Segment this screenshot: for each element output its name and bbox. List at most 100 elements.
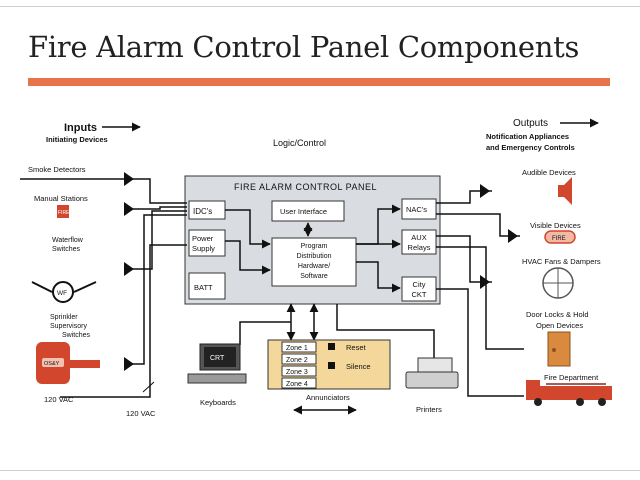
battery-label: BATT	[194, 283, 213, 292]
horn-icon	[558, 177, 572, 205]
audible-arrow-icon	[480, 184, 490, 198]
smoke-detectors-label: Smoke Detectors	[28, 165, 86, 174]
sprinkler-valve-plate	[42, 358, 64, 367]
waterflow-label-1: Waterflow	[52, 237, 84, 244]
waterflow-tag: WF	[57, 290, 67, 297]
inputs-title: Inputs	[64, 122, 97, 134]
crt-screen	[204, 347, 236, 367]
battery-box	[188, 272, 226, 300]
fire-truck-wheel-1	[534, 398, 542, 406]
control-panel-title: FIRE ALARM CONTROL PANEL	[234, 182, 377, 192]
door-wire	[436, 246, 524, 350]
zone-2-box	[281, 353, 317, 365]
door-label-1: Door Locks & Hold	[526, 310, 589, 319]
slide-title: Fire Alarm Control Panel Components	[28, 30, 580, 64]
silence-indicator	[328, 362, 335, 369]
sprinkler-valve-tag: OS&Y	[44, 361, 60, 367]
printers-label: Printers	[416, 405, 442, 414]
zone-2-label: Zone 2	[286, 357, 308, 364]
door-icon	[547, 331, 571, 367]
top-frame-line	[0, 6, 640, 7]
sprinkler-label-2: Supervisory	[50, 323, 87, 330]
sprinkler-label-1: Sprinkler	[50, 314, 78, 321]
power-label-1: Power	[192, 234, 214, 243]
annunciators-label: Annunciators	[306, 393, 350, 402]
outputs-subtitle-2: and Emergency Controls	[486, 143, 575, 152]
fire-truck-icon	[526, 386, 612, 400]
fire-truck-cab	[526, 380, 540, 388]
idc-label: IDC's	[193, 207, 212, 216]
manual-wire	[124, 206, 187, 210]
waterflow-wire	[124, 210, 187, 270]
crt-label: CRT	[210, 355, 225, 362]
manual-station-tag: FIRE	[58, 210, 70, 216]
zone-3-label: Zone 3	[286, 369, 308, 376]
zone-1-label: Zone 1	[286, 345, 308, 352]
door-knob	[552, 348, 556, 352]
waterflow-pipe-left	[31, 281, 53, 293]
zone-1-box	[281, 341, 317, 353]
nac-box	[401, 198, 437, 220]
sprinkler-wire	[124, 214, 187, 365]
fire-truck-wheel-2	[576, 398, 584, 406]
fire-dept-wire	[436, 288, 524, 397]
program-label-1: Program	[301, 243, 328, 250]
printer-icon	[405, 371, 459, 389]
fire-truck-wheel-3	[598, 398, 606, 406]
manual-pull-station-icon	[57, 205, 69, 218]
outputs-title: Outputs	[513, 118, 548, 129]
breaker-mark	[142, 381, 155, 393]
power-to-program-arrow	[225, 240, 271, 275]
sprinkler-label-3: Switches	[62, 332, 91, 339]
aux-label-1: AUX	[411, 233, 426, 242]
sprinkler-switch-arm	[70, 360, 100, 368]
waterflow-label-2: Switches	[52, 246, 81, 253]
program-label-3: Hardware/	[298, 263, 330, 270]
strobe-icon	[544, 230, 576, 244]
strobe-tag: FIRE	[552, 236, 566, 242]
silence-label: Silence	[346, 362, 371, 371]
outputs-subtitle-1: Notification Appliances	[486, 132, 569, 141]
reset-indicator	[328, 343, 335, 350]
title-rule	[28, 78, 610, 86]
waterflow-switch-icon	[52, 281, 74, 303]
program-label-4: Software	[300, 273, 328, 280]
audible-devices-label: Audible Devices	[522, 168, 576, 177]
program-box	[271, 237, 357, 287]
aux-label-2: Relays	[408, 243, 431, 252]
smoke-wire	[20, 178, 187, 204]
visible-devices-label: Visible Devices	[530, 221, 581, 230]
zone-4-box	[281, 377, 317, 389]
inputs-subtitle: Initiating Devices	[46, 135, 108, 144]
nac-label: NAC's	[406, 205, 427, 214]
aux-relays-box	[401, 229, 437, 255]
power-label-2: Supply	[192, 244, 215, 253]
vac-left-label: 120 VAC	[44, 395, 74, 404]
hvac-wire	[436, 235, 492, 283]
visible-arrow-icon	[508, 229, 518, 243]
hvac-label: HVAC Fans & Dampers	[522, 257, 601, 266]
crt-wire	[239, 321, 291, 345]
zone-4-label: Zone 4	[286, 381, 308, 388]
program-label-2: Distribution	[296, 253, 331, 260]
keyboard-icon	[187, 373, 247, 384]
visible-wire	[436, 213, 520, 237]
hvac-arrow-icon	[480, 275, 490, 289]
idc-to-program-arrow	[225, 209, 271, 249]
bottom-frame-line	[0, 470, 640, 471]
waterflow-pipe-right	[73, 281, 97, 293]
power-feed-wire	[60, 244, 187, 398]
fire-department-label: Fire Department	[544, 373, 599, 382]
vac-mid-label: 120 VAC	[126, 409, 156, 418]
printer-paper-icon	[417, 357, 453, 373]
manual-stations-label: Manual Stations	[34, 194, 88, 203]
reset-label: Reset	[346, 343, 367, 352]
program-to-city-arrow	[356, 261, 401, 293]
city-label-1: City	[413, 280, 426, 289]
city-ckt-box	[401, 276, 437, 302]
printer-wire	[336, 304, 435, 360]
power-supply-box	[188, 229, 226, 257]
door-label-2: Open Devices	[536, 321, 583, 330]
